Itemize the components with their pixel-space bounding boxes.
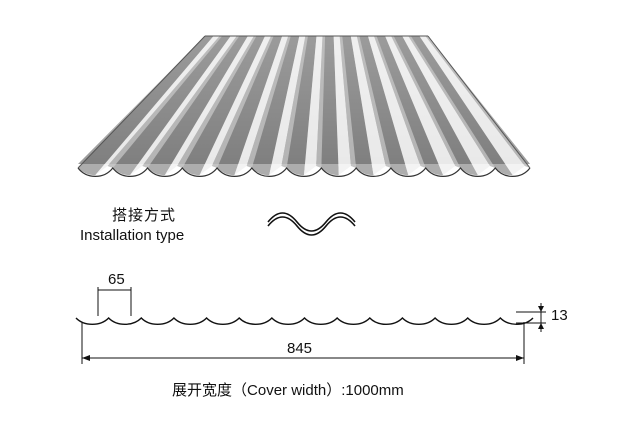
sheet-valley	[112, 36, 231, 176]
sheet-midtone	[107, 36, 223, 168]
height-arrow-top	[538, 306, 544, 312]
sheet-valley	[182, 36, 266, 176]
overall-dimension-label: 845	[287, 340, 313, 357]
sheet-valley	[78, 36, 214, 176]
overlap-sheet-lower	[267, 216, 356, 236]
sheet-ridge	[199, 36, 272, 175]
sheet-ridge	[164, 36, 254, 175]
sheet-valley	[359, 36, 409, 176]
overlap-profile-drawing	[267, 212, 356, 236]
overall-arrow-right	[516, 355, 524, 361]
sheet-valley	[342, 36, 374, 176]
sheet-valley	[376, 36, 444, 176]
sheet-bottom-edge	[77, 167, 531, 177]
sheet-ridge	[130, 36, 237, 175]
sheet-left-edge	[77, 35, 206, 169]
sheet-ridge	[385, 36, 456, 175]
cover-width-value: :1000mm	[341, 382, 404, 399]
sheet-valley	[393, 36, 478, 176]
sheet-midtone	[373, 36, 426, 168]
sheet-ridge	[350, 36, 386, 175]
sheet-valley	[286, 36, 317, 176]
sheet-right-edge	[427, 35, 531, 169]
sheet-midtone	[391, 36, 461, 168]
sheet-midtone	[316, 36, 326, 168]
sheet-valley	[410, 36, 513, 176]
sheet-valley	[147, 36, 248, 176]
overall-arrow-left	[82, 355, 90, 361]
cover-width-caption: 展开宽度（Cover width）:1000mm	[172, 382, 404, 399]
sheet-midtone	[408, 36, 496, 168]
sheet-midtone	[177, 36, 257, 168]
pitch-dimension-label: 65	[108, 271, 125, 288]
sheet-valley	[217, 36, 283, 176]
sheet-midtone	[339, 36, 357, 168]
sheet-midtone	[425, 36, 530, 168]
sheet-ridge	[304, 36, 323, 175]
sheet-ridge	[234, 36, 289, 175]
sheet-ridge	[367, 36, 421, 175]
installation-type-label-en: Installation type	[80, 227, 185, 244]
sheet-midtone	[142, 36, 240, 168]
dimension-lines	[81, 287, 546, 364]
sheet-ridge	[333, 36, 351, 175]
cross-section-profile	[75, 316, 534, 325]
height-dimension-label: 13	[551, 307, 568, 324]
sheet-valley	[251, 36, 300, 176]
profile-wave	[75, 316, 534, 325]
sheet-ridge	[419, 36, 525, 175]
sheet-midtone	[281, 36, 308, 168]
cover-width-label-en: （Cover width）	[232, 382, 342, 399]
corrugated-sheet-illustration	[77, 35, 531, 177]
sheet-ridge	[269, 36, 306, 175]
sheet-ridge	[95, 36, 220, 175]
sheet-midtone	[246, 36, 291, 168]
sheet-valley	[321, 36, 339, 176]
sheet-midtone	[211, 36, 274, 168]
cover-width-label-cn: 展开宽度	[172, 382, 233, 399]
sheet-ridge	[402, 36, 491, 175]
sheet-midtone	[356, 36, 391, 168]
installation-type-label-cn: 搭接方式	[112, 207, 177, 224]
height-arrow-bottom	[538, 323, 544, 329]
overlap-sheet-upper	[267, 212, 356, 232]
